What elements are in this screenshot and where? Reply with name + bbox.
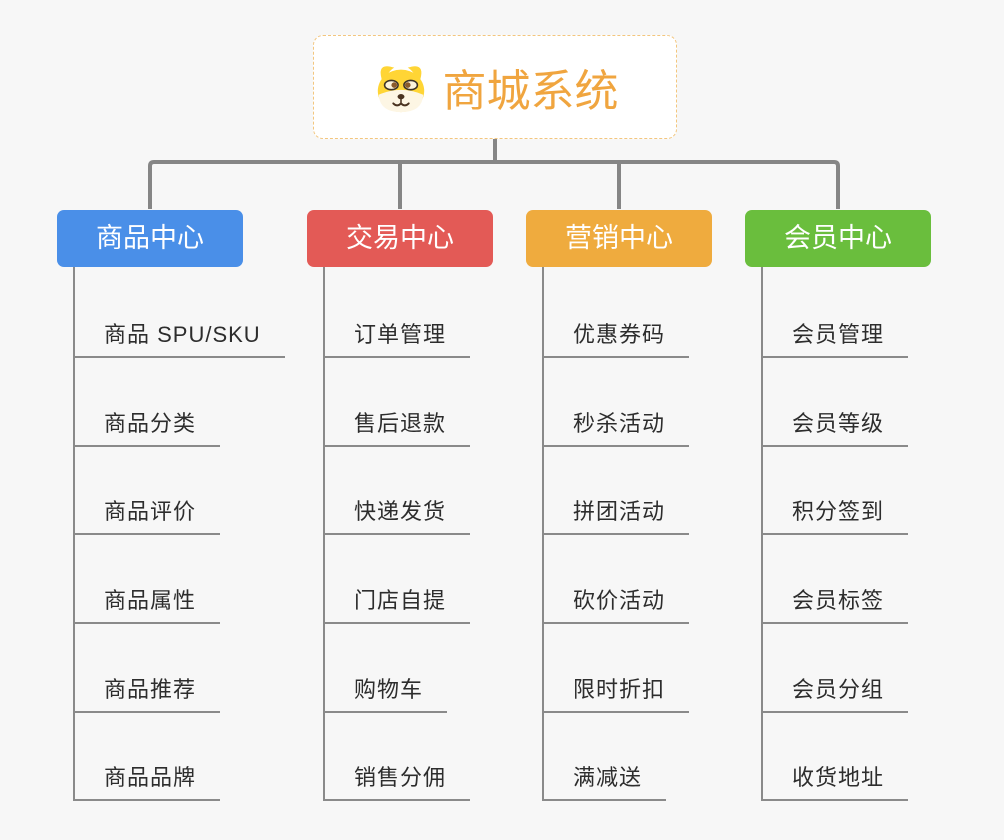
branch-header-trade-center[interactable]: 交易中心 xyxy=(307,210,493,267)
branch-item[interactable]: 拼团活动 xyxy=(542,497,690,535)
branch-item[interactable]: 限时折扣 xyxy=(542,675,690,713)
branch-item[interactable]: 会员等级 xyxy=(761,409,909,447)
branch-header-marketing-center[interactable]: 营销中心 xyxy=(526,210,712,267)
branch-item[interactable]: 商品属性 xyxy=(73,586,221,624)
branch-item[interactable]: 商品 SPU/SKU xyxy=(73,320,285,358)
dog-face-icon xyxy=(372,59,430,115)
root-node[interactable]: 商城系统 xyxy=(313,35,677,139)
branch-item[interactable]: 商品分类 xyxy=(73,409,221,447)
branch-item[interactable]: 会员标签 xyxy=(761,586,909,624)
branch-item[interactable]: 秒杀活动 xyxy=(542,409,690,447)
branch-item[interactable]: 销售分佣 xyxy=(323,763,471,801)
branch-item[interactable]: 商品评价 xyxy=(73,497,221,535)
branch-item[interactable]: 商品品牌 xyxy=(73,763,221,801)
branch-item[interactable]: 积分签到 xyxy=(761,497,909,535)
branch-item[interactable]: 购物车 xyxy=(323,675,448,713)
branch-item[interactable]: 售后退款 xyxy=(323,409,471,447)
branch-item[interactable]: 优惠券码 xyxy=(542,320,690,358)
branch-item[interactable]: 满减送 xyxy=(542,763,667,801)
branch-header-product-center[interactable]: 商品中心 xyxy=(57,210,243,267)
branch-item[interactable]: 门店自提 xyxy=(323,586,471,624)
branch-item[interactable]: 快递发货 xyxy=(323,497,471,535)
branch-item[interactable]: 砍价活动 xyxy=(542,586,690,624)
branch-header-member-center[interactable]: 会员中心 xyxy=(745,210,931,267)
branch-item[interactable]: 会员分组 xyxy=(761,675,909,713)
root-title: 商城系统 xyxy=(442,67,619,116)
branch-item[interactable]: 收货地址 xyxy=(761,763,909,801)
branch-item[interactable]: 商品推荐 xyxy=(73,675,221,713)
branch-item[interactable]: 会员管理 xyxy=(761,320,909,358)
branch-item[interactable]: 订单管理 xyxy=(323,320,471,358)
